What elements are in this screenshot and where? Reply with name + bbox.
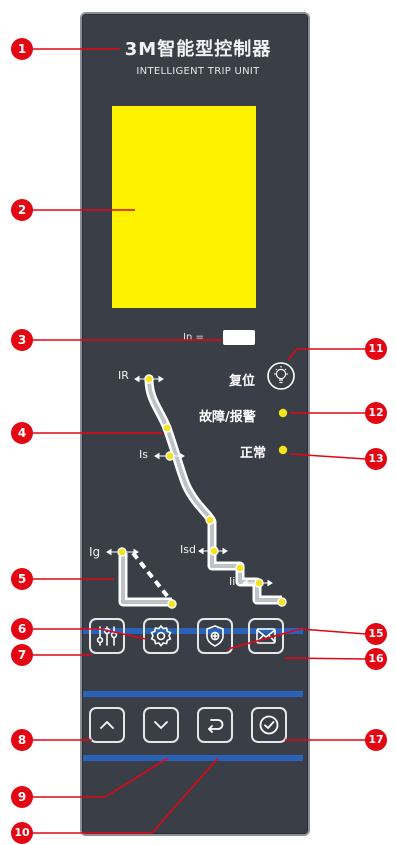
callout-2: 2	[11, 199, 33, 221]
callout-16: 16	[365, 648, 387, 670]
callout-5: 5	[11, 568, 33, 590]
leader-lines	[32, 48, 367, 834]
lightbulb-icon	[274, 366, 288, 384]
confirm-button[interactable]	[251, 707, 287, 743]
reset-button[interactable]	[267, 362, 295, 390]
adjust-dots	[117, 374, 287, 609]
callout-4: 4	[11, 422, 33, 444]
callout-1: 1	[11, 38, 33, 60]
callout-9: 9	[11, 786, 33, 808]
callout-15: 15	[365, 623, 387, 645]
blue-stripe-1	[83, 628, 303, 634]
gear-icon	[150, 624, 172, 647]
chevron-up-icon	[100, 721, 114, 729]
blue-stripe-3	[83, 755, 303, 761]
blue-stripe-2	[83, 691, 303, 697]
protection-button[interactable]	[197, 618, 233, 654]
callout-10: 10	[11, 822, 33, 844]
label-is: Is	[139, 448, 148, 461]
callout-13: 13	[365, 448, 387, 470]
label-ir: IR	[118, 369, 129, 382]
down-button[interactable]	[143, 707, 179, 743]
callout-7: 7	[11, 644, 33, 666]
fault-led	[278, 408, 288, 418]
rated-current-plate	[223, 330, 255, 345]
callout-3: 3	[11, 329, 33, 351]
callout-11: 11	[365, 338, 387, 360]
lcd-display	[112, 106, 256, 308]
label-ii: Ii	[229, 575, 236, 588]
return-button[interactable]	[197, 707, 233, 743]
return-icon	[208, 719, 224, 733]
normal-label: 正常	[240, 446, 267, 461]
fault-alarm-label: 故障/报警	[199, 410, 256, 425]
callout-12: 12	[365, 402, 387, 424]
shield-plus-icon	[206, 625, 224, 647]
label-ig: Ig	[89, 545, 101, 559]
label-isd: Isd	[180, 543, 196, 556]
callout-17: 17	[365, 729, 387, 751]
protection-curve	[144, 378, 282, 605]
parameter-button[interactable]	[143, 618, 179, 654]
ground-fault-curve	[118, 551, 174, 607]
reset-label: 复位	[229, 374, 256, 389]
adjust-arrows	[106, 375, 273, 587]
normal-led	[278, 445, 288, 455]
up-button[interactable]	[89, 707, 125, 743]
rated-current-label: In =	[183, 332, 204, 343]
check-circle-icon	[259, 715, 279, 735]
panel-title: 3M智能型控制器	[124, 39, 272, 60]
callout-6: 6	[11, 618, 33, 640]
panel-subtitle: INTELLIGENT TRIP UNIT	[136, 66, 260, 77]
callout-8: 8	[11, 729, 33, 751]
chevron-down-icon	[154, 721, 168, 729]
